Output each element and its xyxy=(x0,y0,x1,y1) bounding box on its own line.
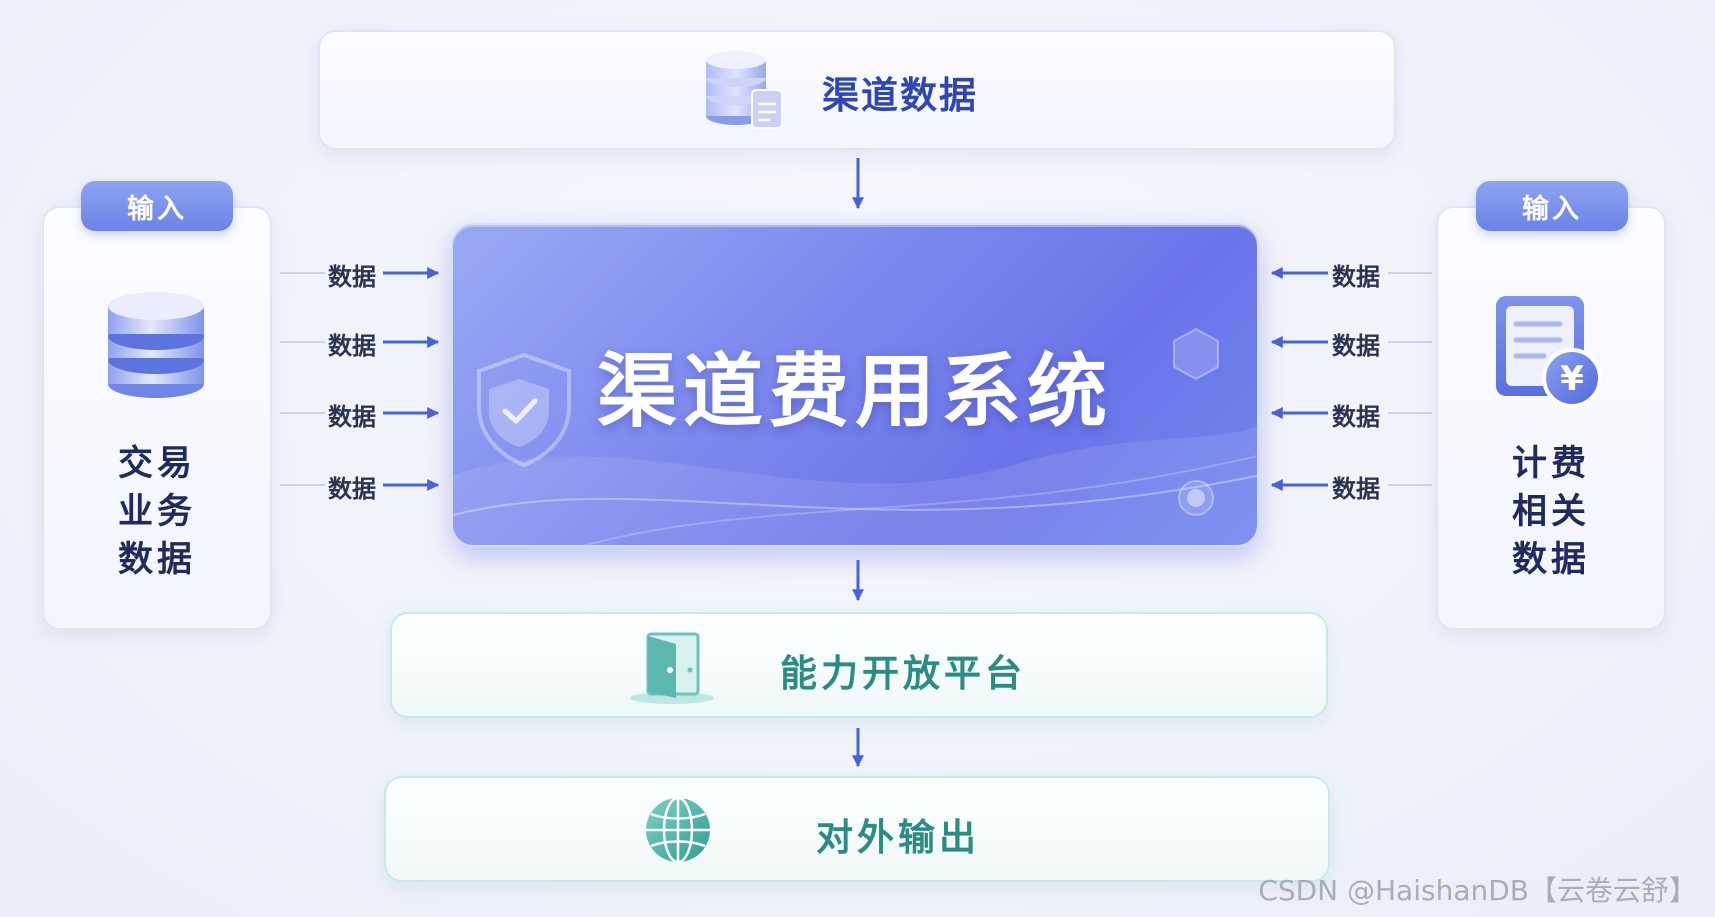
right-panel-label: 计费 相关 数据 xyxy=(1438,440,1664,584)
left-label-line-3: 数据 xyxy=(117,540,196,580)
external-output-title: 对外输出 xyxy=(816,816,980,859)
right-label-line-3: 数据 xyxy=(1511,540,1590,580)
svg-text:¥: ¥ xyxy=(1560,359,1584,399)
channel-fee-system-core: 渠道费用系统 xyxy=(451,223,1259,547)
globe-icon xyxy=(642,794,714,866)
orb-icon xyxy=(1177,479,1215,517)
shield-check-icon xyxy=(469,349,579,469)
left-panel-label: 交易 业务 数据 xyxy=(44,440,270,584)
channel-data-box: 渠道数据 xyxy=(318,30,1396,150)
right-label-line-2: 相关 xyxy=(1511,492,1590,532)
right-input-panel: ¥ 计费 相关 数据 xyxy=(1436,206,1666,630)
database-stack-icon xyxy=(104,286,208,406)
right-flow-label-4: 数据 xyxy=(1332,475,1380,503)
external-output-box: 对外输出 xyxy=(384,776,1330,882)
left-label-line-1: 交易 xyxy=(117,444,196,484)
watermark: CSDN @HaishanDB【云卷云舒】 xyxy=(1258,874,1697,907)
core-wave-decoration xyxy=(453,426,1257,545)
right-flow-label-3: 数据 xyxy=(1332,403,1380,431)
left-flow-label-4: 数据 xyxy=(328,475,376,503)
left-input-panel: 交易 业务 数据 xyxy=(42,206,272,630)
left-flow-label-2: 数据 xyxy=(328,332,376,360)
open-platform-box: 能力开放平台 xyxy=(390,612,1328,718)
left-flow-label-1: 数据 xyxy=(328,263,376,291)
channel-data-title: 渠道数据 xyxy=(822,74,978,117)
open-door-icon xyxy=(628,628,718,706)
left-flow-label-3: 数据 xyxy=(328,403,376,431)
core-title: 渠道费用系统 xyxy=(597,345,1113,438)
right-input-tag: 输入 xyxy=(1476,181,1628,231)
open-platform-title: 能力开放平台 xyxy=(780,652,1026,695)
left-input-tag: 输入 xyxy=(81,181,233,231)
database-document-icon xyxy=(700,46,790,136)
right-flow-label-2: 数据 xyxy=(1332,332,1380,360)
right-label-line-1: 计费 xyxy=(1511,444,1590,484)
invoice-yuan-icon: ¥ xyxy=(1492,292,1604,410)
right-flow-label-1: 数据 xyxy=(1332,263,1380,291)
left-label-line-2: 业务 xyxy=(117,492,196,532)
hexagon-icon xyxy=(1171,327,1221,381)
